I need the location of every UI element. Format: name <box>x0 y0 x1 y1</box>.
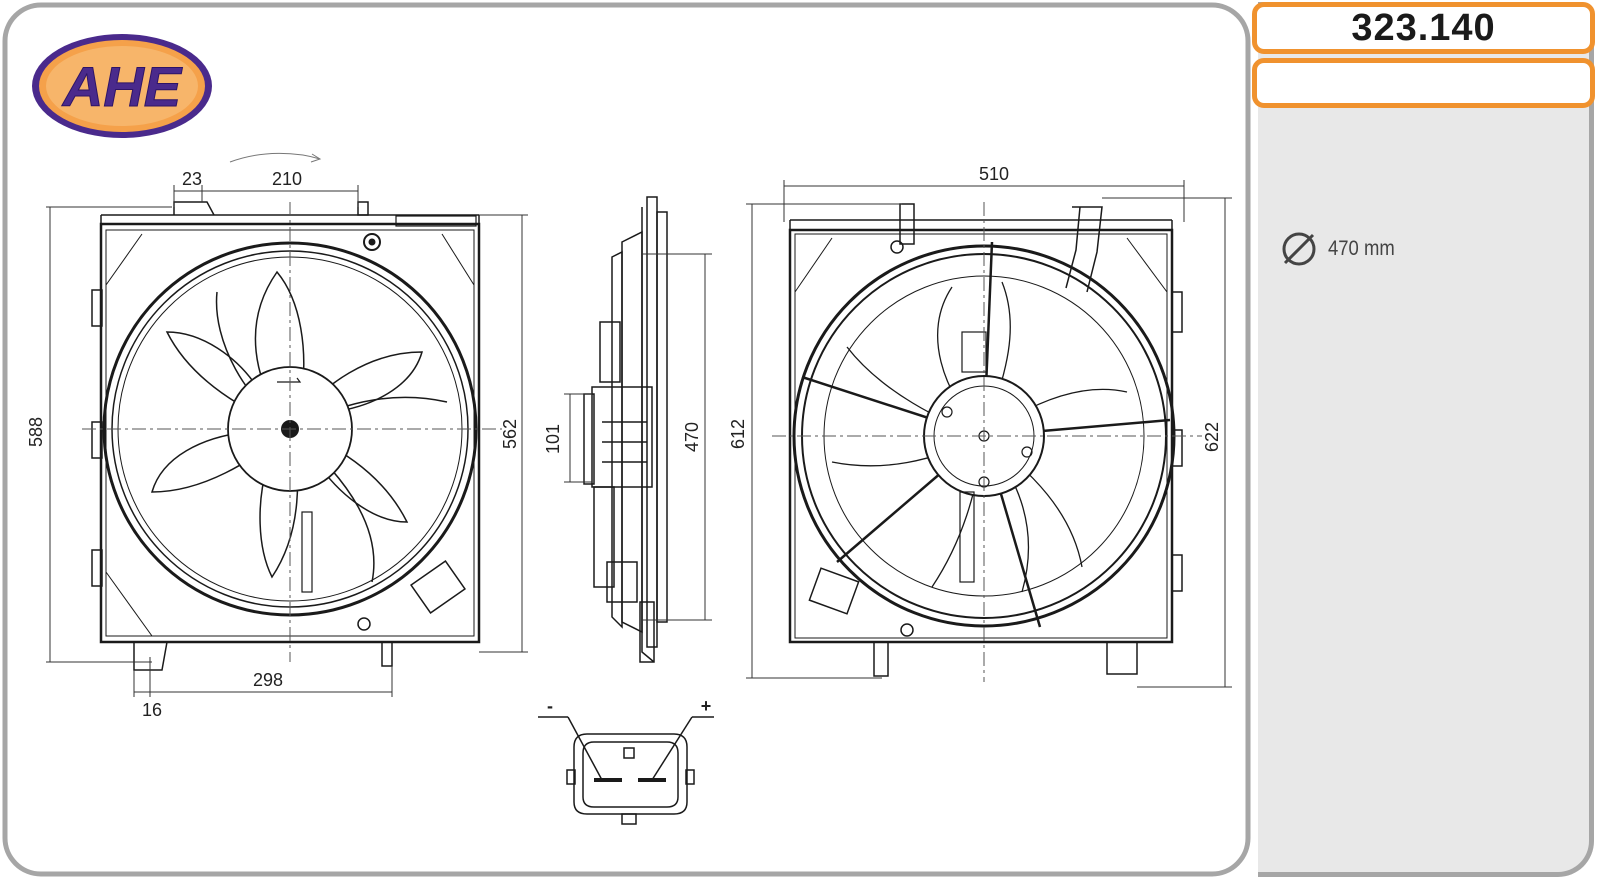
dim-motor-depth: 101 <box>543 424 563 454</box>
secondary-info-box <box>1252 58 1595 108</box>
dim-rear-height-right: 622 <box>1202 422 1222 452</box>
dim-height-frame: 562 <box>500 419 520 449</box>
dim-top-offset: 23 <box>182 169 202 189</box>
dim-fan-diameter: 470 <box>682 422 702 452</box>
diameter-spec: 470 mm <box>1280 230 1404 268</box>
dim-bottom-offset: 16 <box>142 700 162 720</box>
drawing-border <box>2 2 1251 877</box>
logo-text: AHE <box>61 55 183 118</box>
dim-rear-width: 510 <box>979 164 1009 184</box>
side-dimensions <box>564 253 712 621</box>
connector-minus-label: - <box>547 696 553 716</box>
connector-plus-label: + <box>701 696 712 716</box>
dim-top-span: 210 <box>272 169 302 189</box>
dim-bottom-span: 298 <box>253 670 283 690</box>
dim-height-overall: 588 <box>26 417 46 447</box>
front-view <box>82 201 502 671</box>
ahe-logo: AHE <box>32 34 212 138</box>
drawing-area: AHE <box>2 2 1252 877</box>
part-number-box: 323.140 <box>1252 2 1595 54</box>
side-view <box>583 196 668 663</box>
technical-drawing: AHE <box>2 2 1251 877</box>
diameter-value: 470 mm <box>1328 237 1395 260</box>
diameter-symbol-icon <box>1282 232 1316 266</box>
connector-detail <box>538 716 714 825</box>
part-number: 323.140 <box>1351 6 1496 49</box>
rear-dimensions <box>746 180 1232 688</box>
dim-rear-height-left: 612 <box>728 419 748 449</box>
info-panel <box>1258 2 1594 877</box>
front-dimensions <box>46 152 528 697</box>
rear-view <box>772 202 1202 682</box>
